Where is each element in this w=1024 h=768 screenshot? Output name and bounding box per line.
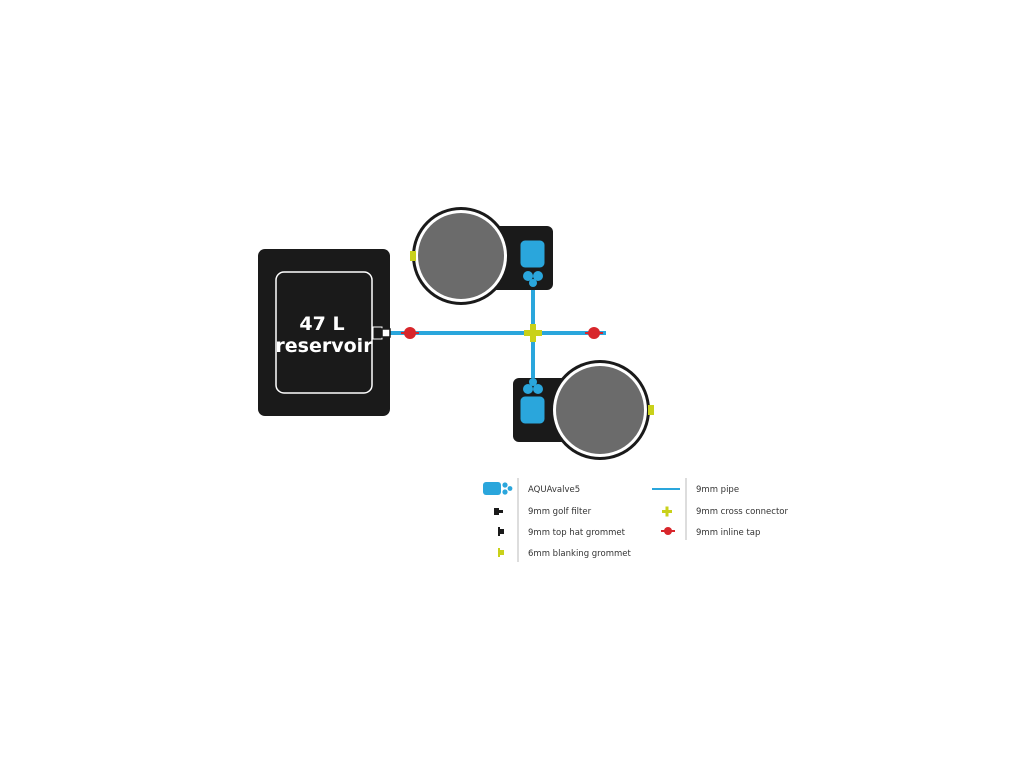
legend-label-top-hat-grommet: 9mm top hat grommet	[528, 528, 626, 538]
reservoir-tank	[258, 249, 390, 416]
legend-label-cross-connector: 9mm cross connector	[696, 507, 788, 517]
inline-tap-icon	[401, 327, 419, 339]
aquavalve-icon	[519, 378, 546, 425]
legend-label-aquavalve: AQUAvalve5	[528, 485, 580, 495]
reservoir-label-line2: reservoir	[275, 335, 373, 357]
cross-connector-icon	[662, 506, 672, 517]
legend-label-inline-tap: 9mm inline tap	[696, 528, 760, 538]
legend-label-pipe: 9mm pipe	[696, 485, 739, 495]
aquavalve-icon	[483, 482, 513, 495]
inline-tap-icon	[585, 327, 603, 339]
reservoir-label-line1: 47 L	[299, 313, 344, 335]
blanking-grommet-icon	[648, 405, 654, 415]
golf-filter-icon	[372, 326, 391, 340]
reservoir-inner-outline	[275, 271, 373, 394]
aquavalve-icon	[519, 239, 546, 287]
blanking-grommet-icon	[498, 548, 504, 557]
inline-tap-icon	[661, 527, 675, 535]
top-hat-grommet-icon	[498, 527, 504, 536]
bottom-module	[513, 360, 654, 460]
golf-filter-icon	[494, 508, 503, 515]
legend: AQUAvalve5 9mm golf filter 9mm top hat g…	[483, 478, 788, 562]
cross-connector-icon	[524, 324, 542, 342]
top-module	[410, 207, 553, 305]
legend-label-golf-filter: 9mm golf filter	[528, 507, 592, 517]
blanking-grommet-icon	[410, 251, 416, 261]
legend-label-blanking-grommet: 6mm blanking grommet	[528, 549, 631, 559]
reservoir: 47 L reservoir	[258, 249, 390, 416]
